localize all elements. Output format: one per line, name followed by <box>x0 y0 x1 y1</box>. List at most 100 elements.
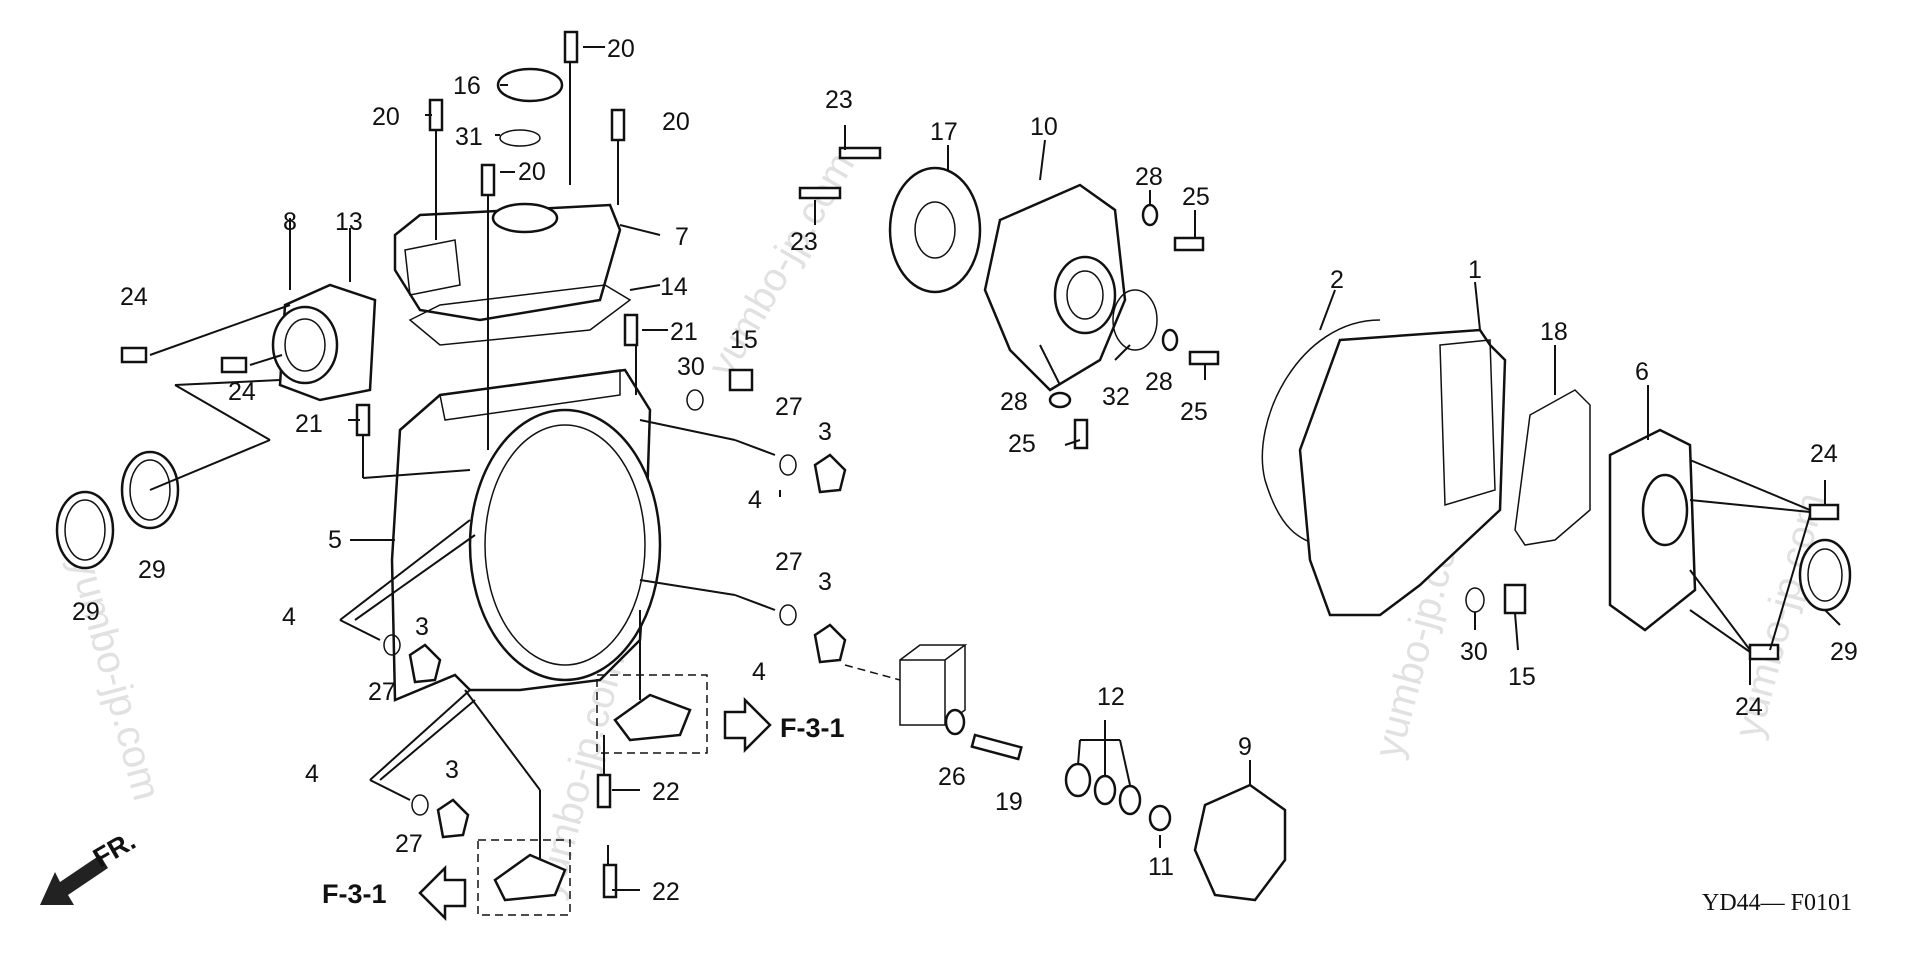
callout: 20 <box>607 35 635 63</box>
leader-lines <box>1319 281 1841 685</box>
reference-arrow-left <box>418 864 467 922</box>
mount-bolt <box>734 439 776 456</box>
callout: 24 <box>1735 693 1763 721</box>
callout: 5 <box>328 526 342 554</box>
pump-cover <box>393 203 622 322</box>
watermark: yumbo-jp.com <box>61 551 169 805</box>
callout: 20 <box>372 103 400 131</box>
callout: 21 <box>670 318 698 346</box>
washer <box>779 604 797 626</box>
mechanical-seal-housing <box>888 166 982 294</box>
seal-ring <box>1064 762 1092 798</box>
volute-hub-inner <box>1066 270 1104 320</box>
filler-cap <box>496 67 564 103</box>
callout: 30 <box>1460 638 1488 666</box>
callout: 24 <box>1810 440 1838 468</box>
bolt <box>596 773 612 809</box>
bolt <box>1188 350 1220 366</box>
callout: 19 <box>995 788 1023 816</box>
case-top-rim <box>439 369 621 421</box>
callout: 4 <box>748 486 762 514</box>
callout: 2 <box>1330 266 1344 294</box>
callout: 9 <box>1238 733 1252 761</box>
leader-lines <box>814 125 1251 848</box>
case-bore-inner <box>484 424 646 666</box>
reference-label-right: F-3-1 <box>780 713 845 743</box>
washer <box>944 708 966 736</box>
callout: 8 <box>283 208 297 236</box>
callout: 4 <box>282 603 296 631</box>
callout: 24 <box>228 378 256 406</box>
rubber-damper <box>436 798 470 839</box>
callout: 29 <box>138 556 166 584</box>
hose-clamp-inner <box>129 459 171 521</box>
bracket-box <box>477 839 571 916</box>
callout: 25 <box>1008 430 1036 458</box>
impeller-nut <box>1148 804 1172 832</box>
seal-housing-bore <box>914 201 956 259</box>
callout: 3 <box>818 568 832 596</box>
bolt <box>602 863 618 899</box>
seal-ring <box>1093 774 1117 806</box>
impeller-group <box>798 125 1287 902</box>
o-ring <box>499 129 541 147</box>
callout: 18 <box>1540 318 1568 346</box>
callout: 17 <box>930 118 958 146</box>
cover-gasket <box>408 284 632 346</box>
watermark: yumbo-jp.com <box>700 145 864 385</box>
washer <box>411 794 429 816</box>
hose-clamp <box>55 490 115 570</box>
mount-bolt <box>734 594 776 611</box>
callout: 27 <box>775 393 803 421</box>
callout: 20 <box>662 108 690 136</box>
callout: 23 <box>790 228 818 256</box>
callout: 22 <box>652 878 680 906</box>
hose-clamp-inner <box>64 499 106 561</box>
callout: 32 <box>1102 383 1130 411</box>
hose-clamp-inner <box>1807 548 1843 602</box>
bracket-box <box>596 674 708 754</box>
casing-cover-group <box>1261 281 1852 685</box>
diagram-code: YD44— F0101 <box>1702 890 1852 916</box>
rubber-damper <box>813 453 847 494</box>
bolt <box>610 108 626 142</box>
seal-ring <box>1118 784 1142 816</box>
washer <box>686 389 704 411</box>
washer <box>383 634 401 656</box>
callout: 4 <box>752 658 766 686</box>
front-direction-marker: FR. <box>40 825 141 905</box>
callout: 24 <box>120 283 148 311</box>
washer <box>1141 203 1159 227</box>
callout: 4 <box>305 760 319 788</box>
bolt <box>623 313 639 347</box>
callout: 27 <box>368 678 396 706</box>
mount-bracket <box>493 853 567 902</box>
washer <box>1048 391 1072 409</box>
callout: 29 <box>72 598 100 626</box>
callout: 28 <box>1145 368 1173 396</box>
callout: 10 <box>1030 113 1058 141</box>
washer <box>1465 587 1485 613</box>
bolt <box>220 356 248 374</box>
washer <box>1161 328 1179 352</box>
callout: 23 <box>825 86 853 114</box>
callout: 27 <box>395 830 423 858</box>
front-arrow-icon <box>40 855 108 905</box>
bolt <box>480 163 496 197</box>
callout: 7 <box>675 223 689 251</box>
leader-lines <box>149 46 781 891</box>
callout: 6 <box>1635 358 1649 386</box>
case-bore <box>468 408 662 682</box>
callout: 22 <box>652 778 680 806</box>
callout: 13 <box>335 208 363 236</box>
bolt <box>970 733 1023 761</box>
callout: 15 <box>1508 663 1536 691</box>
rubber-damper <box>813 623 847 664</box>
inlet-pipe <box>271 305 339 385</box>
casing-cover-window <box>1439 339 1496 506</box>
reference-arrow-right <box>723 696 772 754</box>
outlet-pipe <box>1641 473 1689 547</box>
callout: 21 <box>295 410 323 438</box>
